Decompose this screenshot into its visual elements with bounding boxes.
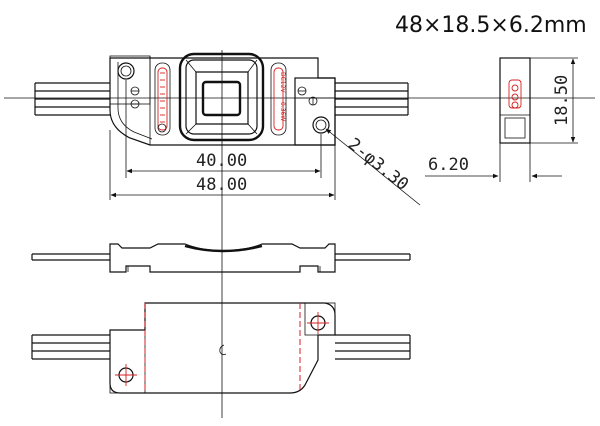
side-view-marking — [508, 79, 522, 109]
left-side-marking — [154, 62, 171, 136]
front-view — [31, 243, 411, 273]
dim-overall-length: 48.00 — [196, 175, 247, 195]
bottom-center-mark — [219, 344, 227, 356]
side-label-bottom: 0.36W — [279, 102, 286, 121]
right-mount-hole — [312, 116, 330, 134]
hole-leader-line — [325, 128, 421, 206]
left-terminals — [130, 86, 140, 109]
right-side-marking: DC12V 0.36W — [270, 62, 287, 136]
bottom-right-hole — [307, 312, 329, 334]
side-label-top: DC12V — [279, 72, 286, 93]
bottom-body-outline — [109, 302, 336, 394]
right-tab — [294, 77, 336, 146]
central-led-lens — [178, 52, 265, 142]
dim-thickness: 6.20 — [428, 155, 469, 175]
dim-width: 18.50 — [552, 75, 572, 126]
bottom-left-hole — [115, 364, 137, 386]
front-body-outline — [109, 243, 336, 273]
module-housing-outline — [109, 57, 336, 146]
side-view: 18.50 6.20 — [425, 57, 578, 182]
dim-hole-pitch: 40.00 — [196, 151, 247, 171]
dim-hole-spec: 2-φ3.30 — [344, 134, 412, 195]
right-wires — [335, 82, 409, 116]
left-wires — [34, 82, 110, 116]
bottom-view — [31, 302, 411, 394]
dimension-title: 48×18.5×6.2mm — [395, 13, 587, 38]
left-mount-hole — [117, 62, 135, 80]
